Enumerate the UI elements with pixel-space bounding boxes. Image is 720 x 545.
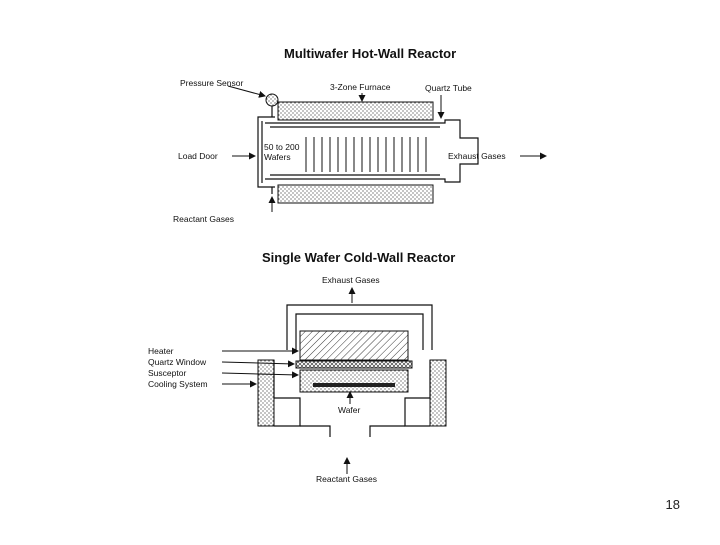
quartz-window-label: Quartz Window xyxy=(148,357,207,367)
reactant-inlet xyxy=(300,425,405,437)
furnace-bottom xyxy=(277,184,434,204)
cold-wall-title: Single Wafer Cold-Wall Reactor xyxy=(262,250,455,265)
heater xyxy=(299,330,409,361)
chamber-outline xyxy=(286,304,433,350)
pressure-sensor-label: Pressure Sensor xyxy=(180,78,243,88)
chamber-base xyxy=(273,360,431,427)
furnace-label: 3-Zone Furnace xyxy=(330,82,391,92)
load-door-label: Load Door xyxy=(178,151,218,161)
page-number: 18 xyxy=(665,497,680,512)
load-door xyxy=(257,116,275,188)
cold-wall-reactant-label: Reactant Gases xyxy=(316,474,377,484)
hot-wall-exhaust-label: Exhaust Gases xyxy=(448,151,506,161)
cooling-wall-right xyxy=(429,359,447,427)
susceptor xyxy=(299,369,409,393)
wafers-label-line2: Wafers xyxy=(264,152,291,162)
cold-wall-exhaust-label: Exhaust Gases xyxy=(322,275,380,285)
hot-wall-reactant-label: Reactant Gases xyxy=(173,214,234,224)
susceptor-arrow xyxy=(221,371,299,379)
cooling-system-label: Cooling System xyxy=(148,379,208,389)
susceptor-label: Susceptor xyxy=(148,368,186,378)
cold-wall-reactor: Single Wafer Cold-Wall Reactor Exhaust G… xyxy=(148,250,455,484)
quartz-tube xyxy=(265,119,479,183)
pressure-sensor-arrow xyxy=(227,85,266,98)
heater-label: Heater xyxy=(148,346,174,356)
quartz-window xyxy=(295,360,413,369)
cooling-wall-left xyxy=(257,359,275,427)
wafer-stack xyxy=(305,137,427,172)
pressure-sensor xyxy=(265,93,279,117)
hot-wall-reactor: Multiwafer Hot-Wall Reactor xyxy=(173,46,547,224)
wafers-label-line1: 50 to 200 xyxy=(264,142,300,152)
wafer-label: Wafer xyxy=(338,405,361,415)
quartz-window-arrow xyxy=(221,360,295,368)
hot-wall-title: Multiwafer Hot-Wall Reactor xyxy=(284,46,456,61)
furnace-top xyxy=(277,101,434,121)
quartz-tube-label: Quartz Tube xyxy=(425,83,472,93)
wafer xyxy=(313,383,395,387)
